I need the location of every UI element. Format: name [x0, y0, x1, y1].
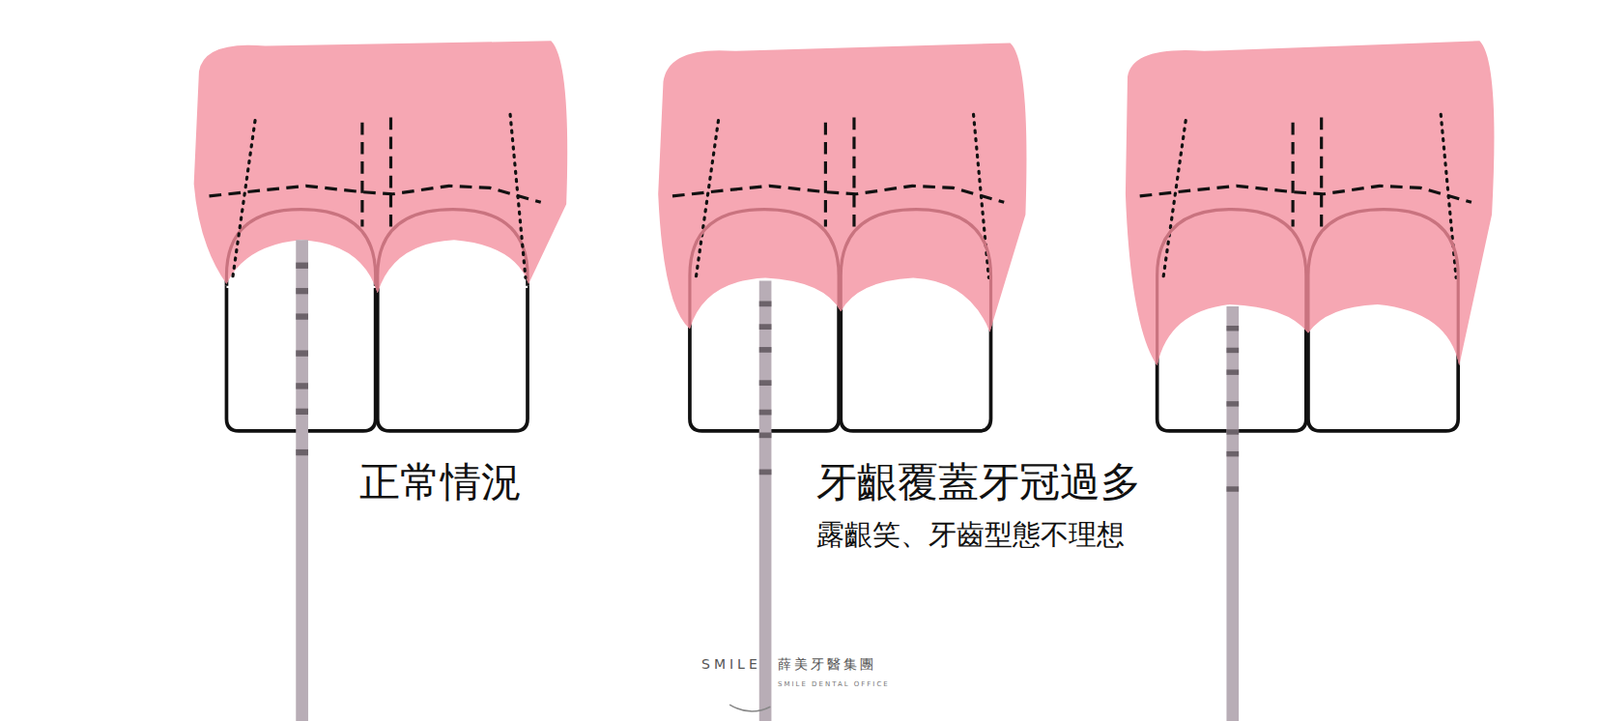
caption-excess-gum: 牙齦覆蓋牙冠過多: [816, 457, 1142, 507]
excess-gum-panel: [594, 42, 1028, 721]
logo-subtext: SMILE DENTAL OFFICE: [777, 680, 890, 688]
crown-outline: [1157, 209, 1459, 429]
excess-gum-panel-severe: [1060, 40, 1494, 721]
logo-text: SMILE: [701, 656, 762, 673]
caption-normal: 正常情況: [359, 457, 522, 507]
logo-chinese: 薛美牙醫集團: [777, 656, 877, 673]
normal-panel: [130, 40, 568, 721]
logo-smile: [729, 704, 771, 712]
caption-note: 露齦笑、牙齒型態不理想: [816, 517, 1125, 552]
crown-outline: [689, 209, 992, 429]
